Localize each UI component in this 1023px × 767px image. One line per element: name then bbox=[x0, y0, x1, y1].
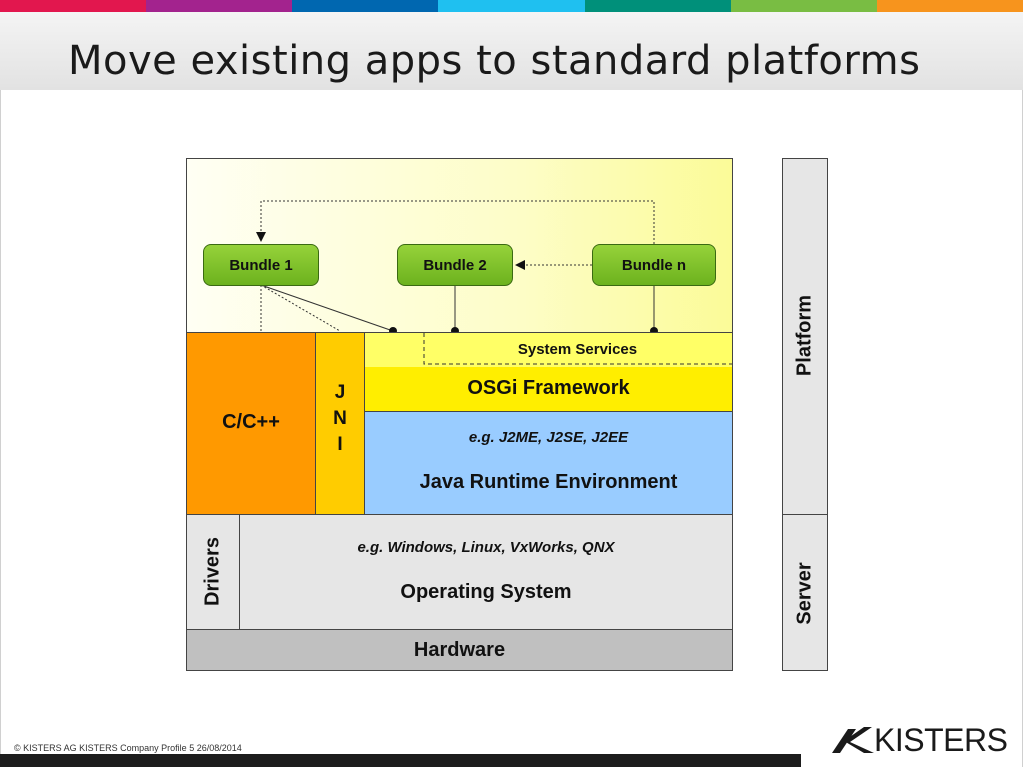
jni-letter: N bbox=[333, 408, 347, 429]
jre-layer: e.g. J2ME, J2SE, J2EE Java Runtime Envir… bbox=[364, 411, 733, 515]
stripe bbox=[730, 0, 877, 12]
osgi-framework-layer: OSGi Framework bbox=[364, 367, 733, 412]
services-dashed-outline bbox=[423, 333, 732, 365]
jre-label: Java Runtime Environment bbox=[419, 471, 678, 493]
hardware-layer: Hardware bbox=[186, 629, 733, 671]
stripe bbox=[292, 0, 439, 12]
operating-system-layer: e.g. Windows, Linux, VxWorks, QNX Operat… bbox=[239, 514, 733, 630]
kisters-logo-text: KISTERS bbox=[874, 722, 1008, 758]
title-bar: Move existing apps to standard platforms bbox=[0, 12, 1023, 90]
slide-title: Move existing apps to standard platforms bbox=[68, 38, 921, 84]
footer-text: © KISTERS AG KISTERS Company Profile 5 2… bbox=[14, 743, 242, 753]
platform-column: Platform bbox=[782, 158, 828, 515]
system-services-label: System Services bbox=[517, 341, 638, 358]
jre-examples: e.g. J2ME, J2SE, J2EE bbox=[468, 429, 629, 446]
platform-label: Platform bbox=[793, 294, 816, 377]
osgi-framework-label: OSGi Framework bbox=[467, 377, 630, 399]
bundle-2: Bundle 2 bbox=[397, 244, 513, 286]
bundle-1: Bundle 1 bbox=[203, 244, 319, 286]
cpp-label: C/C++ bbox=[222, 411, 280, 433]
os-examples: e.g. Windows, Linux, VxWorks, QNX bbox=[357, 539, 615, 556]
kisters-logo: KISTERS bbox=[830, 722, 1008, 758]
drivers-layer: Drivers bbox=[186, 514, 240, 630]
system-services-layer: System Services bbox=[364, 332, 733, 368]
stripe bbox=[584, 0, 731, 12]
drivers-label: Drivers bbox=[201, 537, 224, 606]
kisters-logo-mark bbox=[832, 727, 874, 753]
cpp-layer: C/C++ bbox=[186, 332, 316, 515]
server-column: Server bbox=[782, 514, 828, 671]
bundle-n: Bundle n bbox=[592, 244, 716, 286]
jni-letter: J bbox=[334, 382, 346, 403]
stripe bbox=[438, 0, 585, 12]
stripe bbox=[0, 0, 147, 12]
server-label: Server bbox=[793, 562, 816, 625]
stripe bbox=[876, 0, 1023, 12]
jni-letter: I bbox=[337, 434, 343, 455]
os-label: Operating System bbox=[400, 581, 572, 603]
color-stripe-bar bbox=[0, 0, 1023, 12]
stripe bbox=[146, 0, 293, 12]
footer-bar bbox=[0, 754, 801, 767]
jni-layer: J N I bbox=[315, 332, 365, 515]
hardware-label: Hardware bbox=[413, 639, 506, 661]
